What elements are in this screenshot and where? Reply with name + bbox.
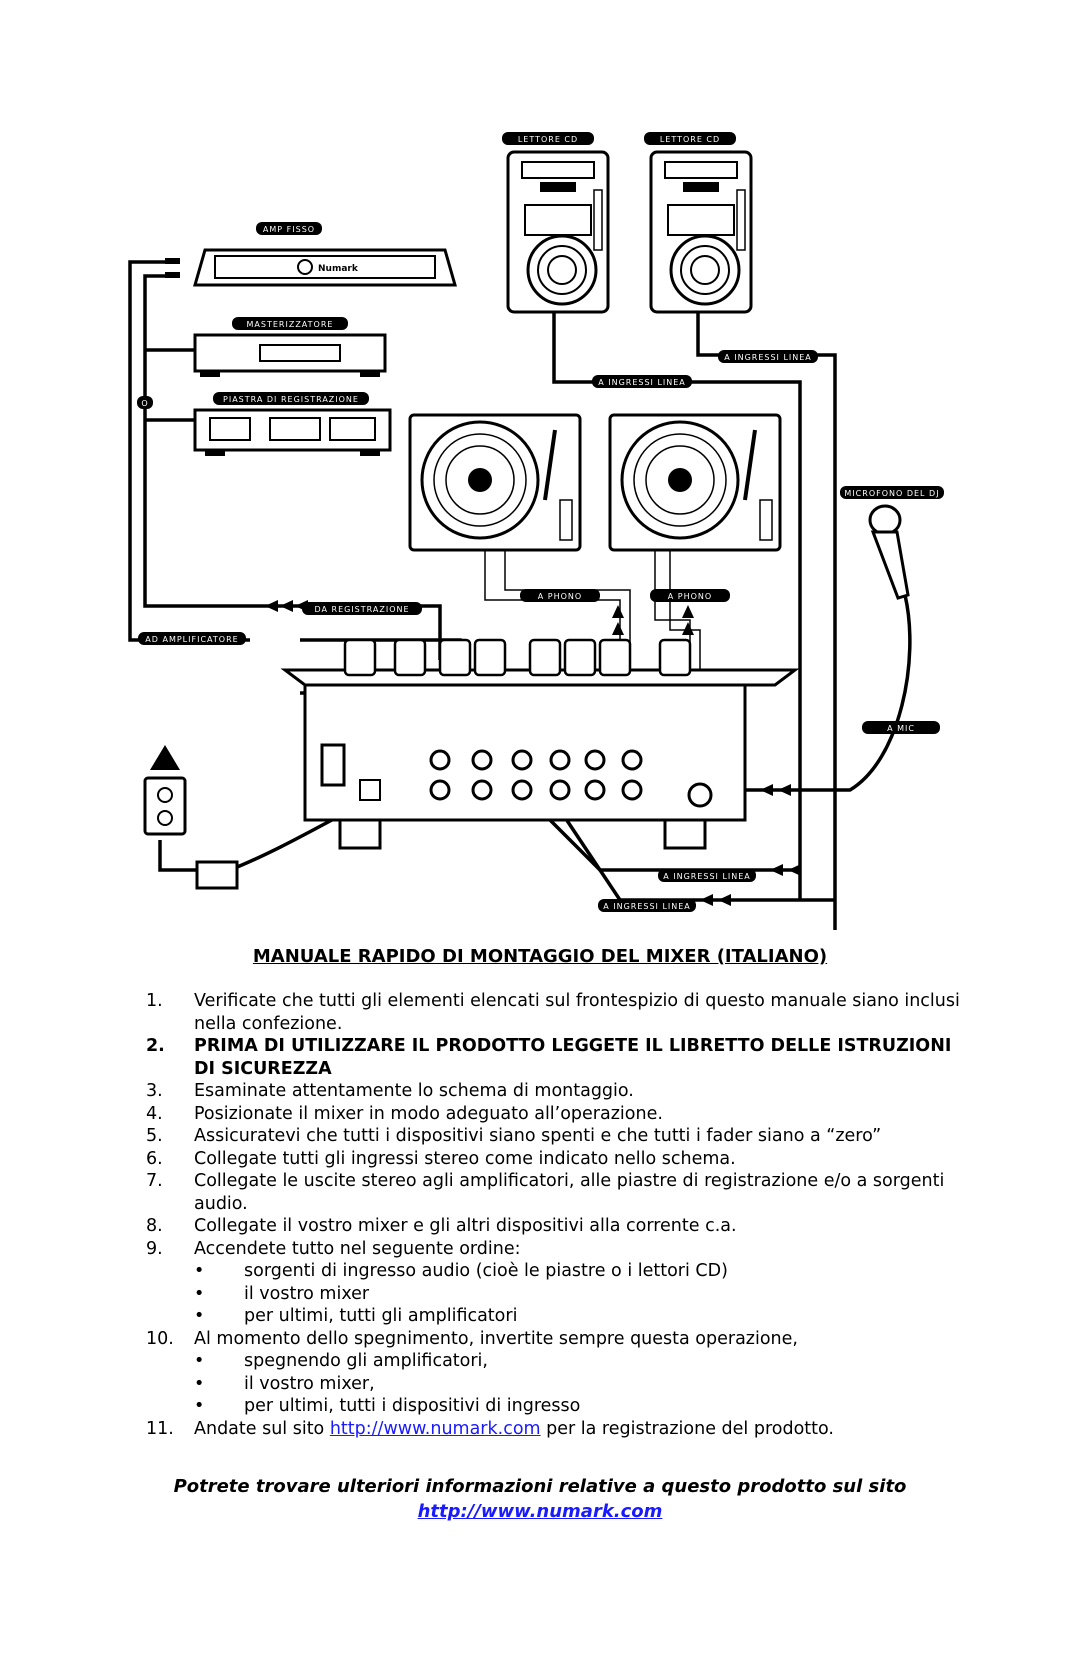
step-9: 9.Accendete tutto nel seguente ordine: (146, 1238, 521, 1259)
svg-text:A INGRESSI LINEA: A INGRESSI LINEA (724, 353, 812, 362)
step-4: 4.Posizionate il mixer in modo adeguato … (146, 1103, 663, 1124)
footer-link[interactable]: http://www.numark.com (417, 1501, 663, 1522)
svg-text:A INGRESSI LINEA: A INGRESSI LINEA (603, 902, 691, 911)
cassette-deck (193, 408, 392, 456)
svg-text:PIASTRA DI REGISTRAZIONE: PIASTRA DI REGISTRAZIONE (223, 395, 359, 404)
turntable-1 (408, 413, 582, 552)
svg-text:LETTORE CD: LETTORE CD (518, 135, 578, 144)
svg-text:A MIC: A MIC (887, 724, 915, 733)
svg-text:O: O (141, 399, 148, 408)
label-lettore-cd-2: LETTORE CD (644, 132, 736, 145)
label-masterizzatore: MASTERIZZATORE (232, 317, 348, 330)
step-5: 5.Assicuratevi che tutti i dispositivi s… (146, 1126, 882, 1146)
label-ingressi-linea-b1: A INGRESSI LINEA (658, 869, 756, 882)
svg-text:AD AMPLIFICATORE: AD AMPLIFICATORE (145, 635, 238, 644)
step-10-bullet-1: •spegnendo gli amplificatori, (194, 1351, 488, 1371)
svg-text:A INGRESSI LINEA: A INGRESSI LINEA (663, 872, 751, 881)
svg-text:DA REGISTRAZIONE: DA REGISTRAZIONE (314, 605, 409, 614)
step-3: 3.Esaminate attentamente lo schema di mo… (146, 1081, 634, 1101)
fixed-amplifier: Numark (165, 248, 457, 287)
cd-player-2 (649, 150, 753, 314)
cd-burner (193, 333, 387, 377)
step-2: 2.PRIMA DI UTILIZZARE IL PRODOTTO LEGGET… (146, 1036, 952, 1079)
step-9-bullet-2: •il vostro mixer (194, 1283, 370, 1304)
turntable-2 (608, 413, 782, 552)
svg-text:AMP FISSO: AMP FISSO (263, 225, 315, 234)
label-amp-fisso: AMP FISSO (256, 222, 322, 235)
label-piastra: PIASTRA DI REGISTRAZIONE (213, 392, 369, 405)
microphone (868, 504, 910, 600)
label-ingressi-linea-b2: A INGRESSI LINEA (598, 899, 696, 912)
setup-steps: 1.Verificate che tutti gli elementi elen… (146, 990, 976, 1440)
step-1: 1.Verificate che tutti gli elementi elen… (146, 991, 960, 1034)
label-da-registrazione: DA REGISTRAZIONE (302, 602, 422, 615)
connection-diagram: Numark (128, 132, 944, 930)
label-lettore-cd-1: LETTORE CD (502, 132, 594, 145)
step-6: 6.Collegate tutti gli ingressi stereo co… (146, 1148, 736, 1169)
power-outlet (143, 745, 239, 890)
label-microfono: MICROFONO DEL DJ (840, 486, 944, 499)
step-8: 8.Collegate il vostro mixer e gli altri … (146, 1216, 737, 1236)
step-10-bullet-2: •il vostro mixer, (194, 1373, 375, 1394)
svg-text:A PHONO: A PHONO (668, 592, 712, 601)
svg-text:A PHONO: A PHONO (538, 592, 582, 601)
step-11: 11.Andate sul sito http://www.numark.com… (146, 1418, 834, 1439)
svg-text:MICROFONO DEL DJ: MICROFONO DEL DJ (844, 489, 939, 498)
step-9-bullet-3: •per ultimi, tutti gli amplificatori (194, 1306, 518, 1326)
step-10-bullet-3: •per ultimi, tutti i dispositivi di ingr… (194, 1396, 581, 1416)
label-phono-2: A PHONO (650, 589, 730, 602)
step-10: 10.Al momento dello spegnimento, inverti… (146, 1328, 798, 1349)
amp-brand: Numark (318, 264, 359, 274)
label-a-mic: A MIC (862, 721, 940, 734)
label-ingressi-linea-top: A INGRESSI LINEA (718, 350, 818, 363)
footer-note: Potrete trovare ulteriori informazioni r… (0, 1474, 1080, 1524)
manual-title: MANUALE RAPIDO DI MONTAGGIO DEL MIXER (I… (252, 946, 828, 967)
svg-text:LETTORE CD: LETTORE CD (660, 135, 720, 144)
numark-link[interactable]: http://www.numark.com (329, 1418, 541, 1439)
footer-text: Potrete trovare ulteriori informazioni r… (173, 1476, 907, 1497)
mixer (280, 638, 800, 850)
label-ingressi-linea-mid: A INGRESSI LINEA (592, 375, 692, 388)
svg-text:MASTERIZZATORE: MASTERIZZATORE (247, 320, 334, 329)
label-ad-amplificatore: AD AMPLIFICATORE (138, 632, 246, 645)
label-o: O (137, 396, 153, 409)
step-7: 7.Collegate le uscite stereo agli amplif… (146, 1171, 945, 1214)
cd-player-1 (506, 150, 610, 314)
svg-text:A INGRESSI LINEA: A INGRESSI LINEA (598, 378, 686, 387)
step-9-bullet-1: •sorgenti di ingresso audio (cioè le pia… (194, 1261, 728, 1281)
label-phono-1: A PHONO (520, 589, 600, 602)
